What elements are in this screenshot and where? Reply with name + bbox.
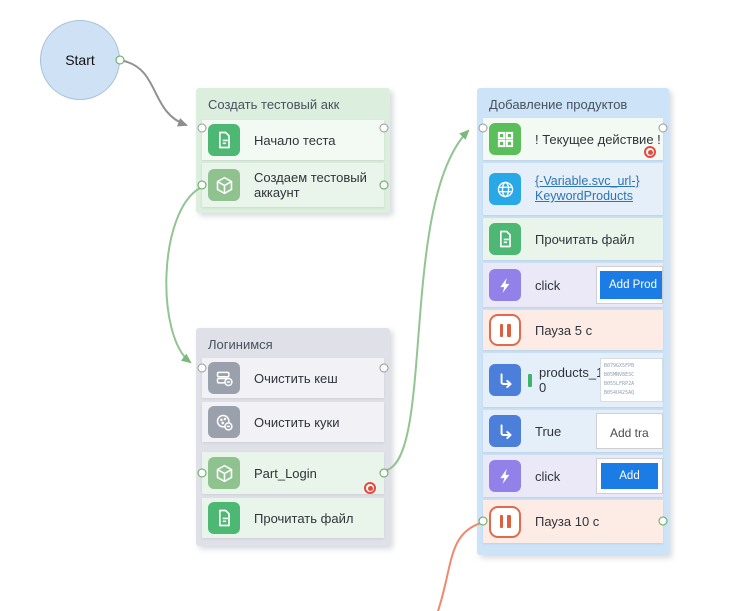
branch-arrow-icon xyxy=(489,364,521,396)
port-pause10-left[interactable] xyxy=(478,516,488,526)
document-icon xyxy=(489,223,521,255)
node-label: Пауза 10 с xyxy=(535,514,600,529)
document-icon xyxy=(208,502,240,534)
node-label: Очистить кеш xyxy=(254,370,338,386)
node-label: Прочитать файл xyxy=(254,510,354,526)
breakpoint-indicator[interactable] xyxy=(644,146,656,158)
branch-arrow-icon xyxy=(489,415,521,447)
start-node-label: Start xyxy=(65,52,95,68)
node-clear-cookies[interactable]: Очистить куки xyxy=(202,402,384,442)
group-title: Создать тестовый акк xyxy=(208,97,340,112)
add-product-button-preview: Add Prod xyxy=(600,271,662,299)
node-create-test-account[interactable]: Создаем тестовый аккаунт xyxy=(202,163,384,207)
node-label: Прочитать файл xyxy=(535,231,635,247)
node-current-action[interactable]: ! Текущее действие ! xyxy=(483,118,663,160)
node-pause-5s[interactable]: Пауза 5 с xyxy=(483,310,663,350)
node-goto-url[interactable]: {-Variable.svc_url-} KeywordProducts xyxy=(483,163,663,215)
breakpoint-indicator[interactable] xyxy=(364,482,376,494)
group-login[interactable]: Логинимся Очистить кеш Очистить куки xyxy=(196,328,390,546)
wire-start-to-test-start xyxy=(123,60,188,127)
node-label: Пауза 5 с xyxy=(535,322,593,338)
node-click-add-product[interactable]: click Add Prod xyxy=(483,263,663,307)
node-label: Создаем тестовый аккаунт xyxy=(254,170,367,200)
preview-text: Add tra xyxy=(610,426,649,440)
pause-icon xyxy=(489,505,521,538)
element-preview-box: Add Prod xyxy=(596,266,663,304)
start-node[interactable]: Start xyxy=(40,20,120,100)
add-button-preview: Add xyxy=(601,463,658,489)
port-test-start-out[interactable] xyxy=(379,123,389,133)
wire-create-account-to-clear-cache xyxy=(165,187,201,364)
node-test-start[interactable]: Начало теста xyxy=(202,120,384,160)
product-codes-box: B079GX5FPB B05MNV8ESC B055LFRP2A B054U42… xyxy=(600,358,663,402)
wire-pause10-out xyxy=(436,522,482,611)
element-preview-box: Add xyxy=(596,458,663,494)
node-label: ! Текущее действие ! xyxy=(535,131,661,147)
port-part-login-right[interactable] xyxy=(379,468,389,478)
document-icon xyxy=(208,124,240,156)
node-label: click xyxy=(535,468,561,484)
group-create-test-account[interactable]: Создать тестовый акк Начало теста Создае… xyxy=(196,88,390,213)
node-label: Начало теста xyxy=(254,132,336,148)
clear-cookies-icon xyxy=(208,406,240,438)
cube-icon xyxy=(208,169,240,201)
wire-part-login-to-current-action xyxy=(386,129,470,471)
port-part-login-left[interactable] xyxy=(197,468,207,478)
node-label: products_10 xyxy=(539,365,604,395)
port-current-action-out[interactable] xyxy=(658,123,668,133)
active-indicator xyxy=(528,373,532,387)
lightning-icon xyxy=(489,460,521,492)
node-label: Part_Login xyxy=(254,465,317,481)
node-label: True xyxy=(535,423,562,439)
node-read-file[interactable]: Прочитать файл xyxy=(202,498,384,538)
port-current-action-in[interactable] xyxy=(478,123,488,133)
node-read-file[interactable]: Прочитать файл xyxy=(483,218,663,260)
port-test-start-in[interactable] xyxy=(197,123,207,133)
port-start-out[interactable] xyxy=(115,55,125,65)
port-clear-cache-in[interactable] xyxy=(197,363,207,373)
grid-icon xyxy=(489,123,521,155)
globe-icon xyxy=(489,173,521,205)
lightning-icon xyxy=(489,269,521,301)
node-pause-10s[interactable]: Пауза 10 с xyxy=(483,500,663,543)
node-label: Очистить куки xyxy=(254,414,340,430)
port-create-account-left[interactable] xyxy=(197,180,207,190)
node-label: click xyxy=(535,277,561,293)
node-products-list[interactable]: products_10 B079GX5FPB B05MNV8ESC B055LF… xyxy=(483,353,663,407)
node-clear-cache[interactable]: Очистить кеш xyxy=(202,358,384,398)
clear-cache-icon xyxy=(208,362,240,394)
pause-icon xyxy=(489,314,521,346)
url-link[interactable]: {-Variable.svc_url-} KeywordProducts xyxy=(535,174,640,203)
cube-icon xyxy=(208,457,240,489)
element-preview-box: Add tra xyxy=(596,413,663,449)
port-clear-cache-out[interactable] xyxy=(379,363,389,373)
group-title: Добавление продуктов xyxy=(489,97,628,112)
group-title: Логинимся xyxy=(208,337,273,352)
node-part-login[interactable]: Part_Login xyxy=(202,452,384,494)
port-create-account-right[interactable] xyxy=(379,180,389,190)
group-add-products[interactable]: Добавление продуктов ! Текущее действие … xyxy=(477,88,669,555)
node-true-branch[interactable]: True Add tra xyxy=(483,410,663,452)
node-click-add[interactable]: click Add xyxy=(483,455,663,497)
port-pause10-right[interactable] xyxy=(658,516,668,526)
